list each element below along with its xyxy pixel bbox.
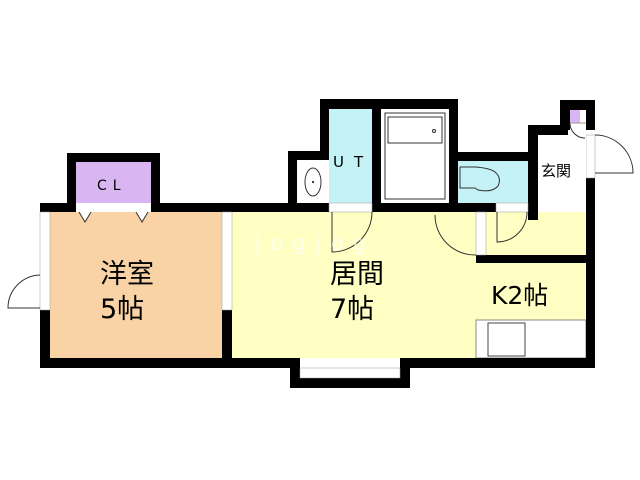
toilet-door-opening	[495, 202, 529, 213]
bathtub-icon	[384, 112, 446, 200]
wash-basin-icon	[304, 167, 322, 197]
toilet-icon	[459, 166, 500, 192]
watermark: jogjog	[254, 231, 376, 255]
living-room-size: 7帖	[330, 294, 374, 325]
western-partition	[221, 211, 233, 311]
closet-floor	[76, 162, 151, 203]
closet-door-icon	[78, 211, 149, 223]
kitchen-partition	[475, 211, 487, 256]
ut-door-icon	[331, 211, 373, 253]
kitchen-label: K2帖	[491, 281, 548, 310]
shoe-box	[570, 110, 580, 123]
closet-label: CL	[97, 178, 127, 194]
entrance-door-opening	[585, 134, 596, 179]
unit-bath-floor	[329, 109, 372, 203]
ut-door-opening	[328, 202, 373, 213]
toilet-door-icon	[496, 211, 528, 243]
closet-opening	[76, 203, 151, 212]
entrance-door-icon	[594, 134, 634, 174]
bathtub-area	[381, 109, 449, 203]
entrance-floor	[538, 135, 586, 210]
western-room-size: 5帖	[100, 294, 144, 325]
toilet-floor	[458, 161, 528, 203]
entrance-label: 玄関	[541, 162, 571, 180]
living-room-name: 居間	[330, 259, 384, 290]
western-entry-door-icon	[7, 274, 41, 309]
western-room-floor	[50, 212, 222, 358]
living-door-icon	[434, 214, 477, 256]
bay-window	[299, 367, 401, 379]
walls	[40, 99, 595, 388]
western-side-window	[39, 211, 51, 311]
storage-door-icon	[569, 122, 586, 139]
sink-icon	[487, 322, 526, 357]
unit-bath-label: UT	[333, 153, 373, 171]
western-room-name: 洋室	[100, 259, 154, 290]
